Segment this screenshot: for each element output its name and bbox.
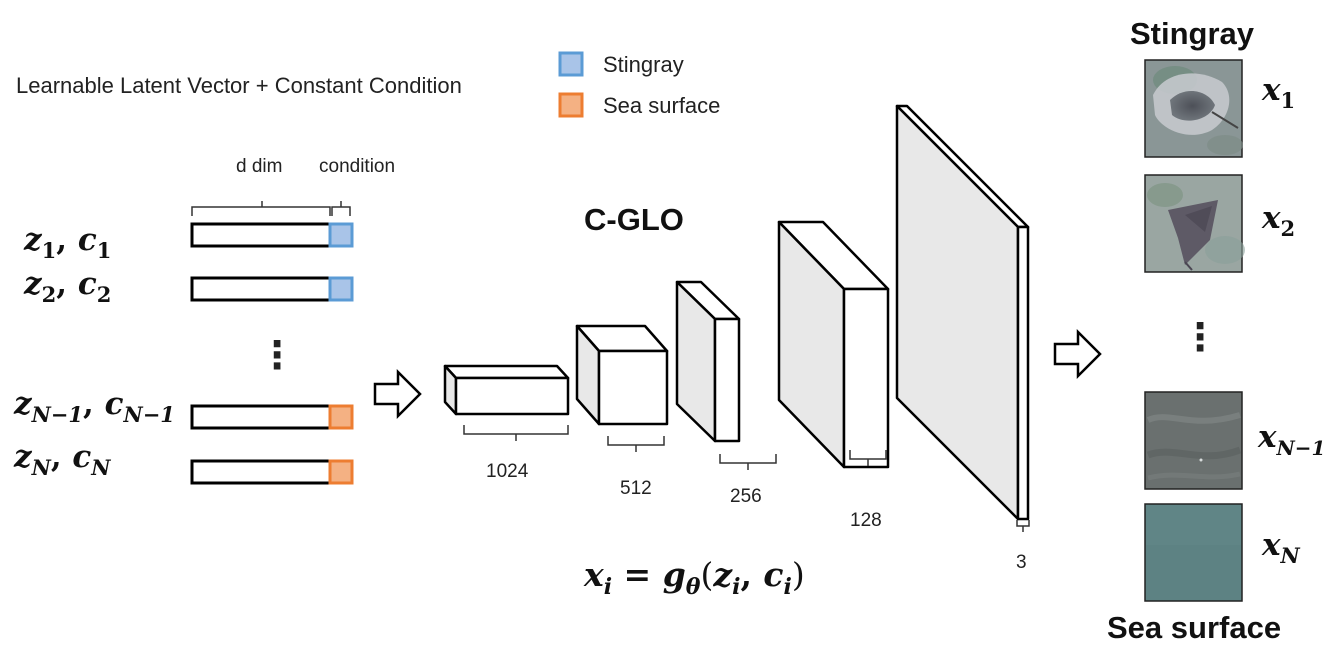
latent-bar: [190, 459, 332, 485]
layer-brace-128: [849, 450, 887, 466]
legend: Stingray Sea surface: [558, 51, 720, 118]
layer-brace-1024: [463, 425, 569, 441]
row-label-3: zN−1, cN−1: [13, 386, 175, 427]
d-dim-brace: [191, 201, 331, 216]
legend-swatch-stingray: [558, 51, 584, 77]
output-image-sea-surface-1: [1144, 391, 1243, 490]
latent-vector-row-4: [190, 459, 354, 485]
latent-bar: [190, 222, 332, 248]
condition-label: condition: [319, 156, 395, 177]
condition-cell-sea-surface: [328, 459, 354, 485]
output-label-2: x2: [1261, 200, 1295, 241]
legend-label-sea-surface: Sea surface: [603, 93, 720, 118]
layer-label-512: 512: [620, 478, 652, 499]
layer-brace-256: [719, 454, 777, 470]
layer-label-1024: 1024: [486, 461, 529, 482]
output-image-stingray-2: [1144, 174, 1245, 273]
outputs-ellipsis: ⋮: [1181, 317, 1219, 359]
condition-brace: [331, 201, 351, 216]
condition-cell-stingray: [328, 276, 354, 302]
legend-swatch-sea-surface: [558, 92, 584, 118]
d-dim-label: d dim: [236, 156, 282, 177]
output-image-sea-surface-2: [1144, 503, 1243, 602]
layer-block-512: [575, 324, 669, 426]
generator-formula: xi = gθ(zi, ci): [583, 555, 805, 600]
output-label-4: xN: [1261, 527, 1300, 568]
layer-label-256: 256: [730, 486, 762, 507]
model-name: C-GLO: [584, 202, 684, 237]
layer-label-3: 3: [1016, 552, 1027, 573]
latent-vector-row-2: [190, 276, 354, 302]
latent-vector-row-3: [190, 404, 354, 430]
latent-bar: [190, 276, 332, 302]
output-top-label: Stingray: [1130, 16, 1255, 51]
output-bottom-label: Sea surface: [1107, 610, 1281, 645]
legend-label-stingray: Stingray: [603, 52, 684, 77]
layer-label-128: 128: [850, 510, 882, 531]
output-label-3: xN−1: [1257, 419, 1325, 460]
row-label-1: z1, c1: [23, 222, 111, 263]
layer-block-3: [895, 104, 1030, 521]
latent-vector-row-1: [190, 222, 354, 248]
output-label-1: x1: [1261, 72, 1295, 113]
layer-brace-3: [1016, 520, 1030, 532]
condition-cell-sea-surface: [328, 404, 354, 430]
layer-block-128: [777, 220, 890, 469]
layer-block-256: [675, 280, 741, 443]
row-label-4: zN, cN: [13, 439, 111, 480]
arrow-right-icon: [373, 368, 422, 420]
latent-bar: [190, 404, 332, 430]
layer-brace-512: [607, 436, 665, 452]
latent-title: Learnable Latent Vector + Constant Condi…: [16, 73, 462, 98]
arrow-right-icon: [1053, 328, 1102, 380]
layer-block-1024: [443, 364, 570, 416]
condition-cell-stingray: [328, 222, 354, 248]
rows-ellipsis: ⋮: [258, 335, 296, 377]
output-image-stingray-1: [1144, 59, 1243, 158]
row-label-2: z2, c2: [23, 266, 111, 307]
